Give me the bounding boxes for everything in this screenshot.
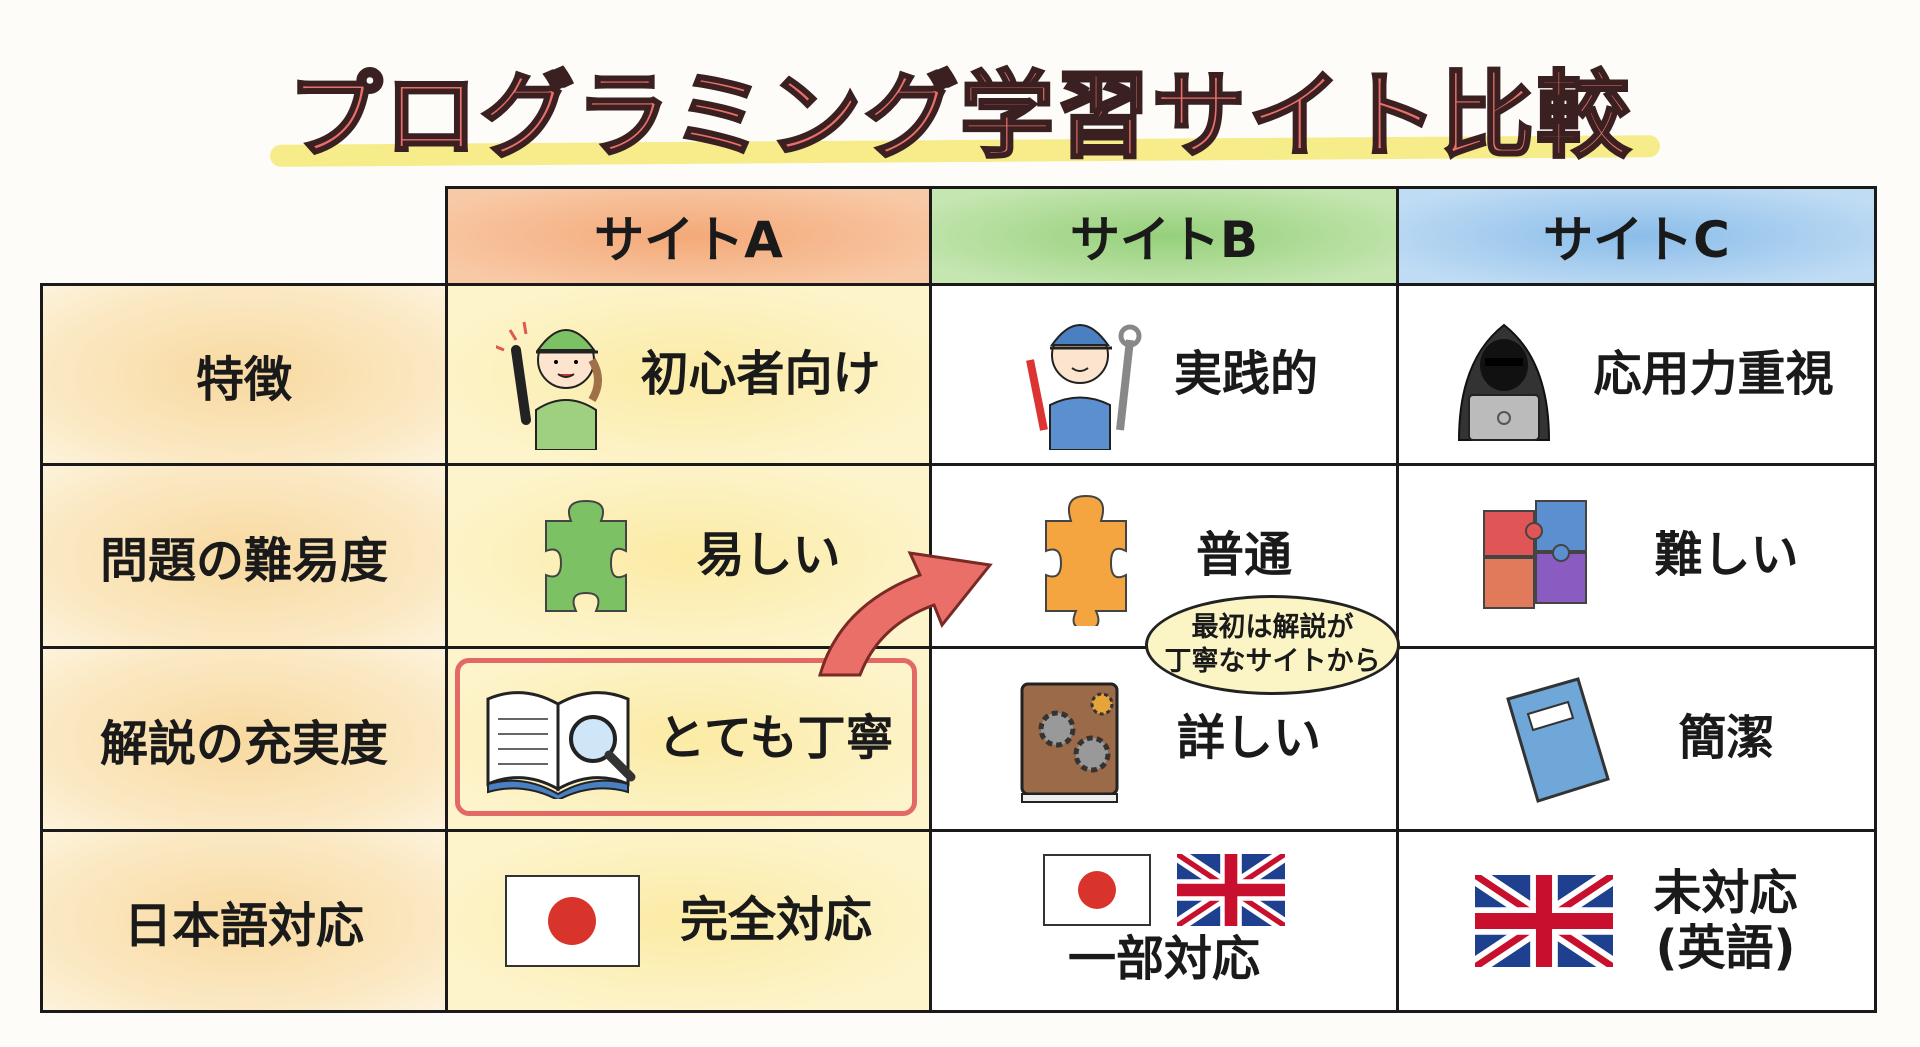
bubble-line2: 丁寧なサイトから xyxy=(1164,646,1381,677)
row-label-text: 日本語対応 xyxy=(123,898,364,954)
green-puzzle-icon xyxy=(545,499,628,612)
row-label-text: 解説の充実度 xyxy=(99,716,388,772)
open-book-magnifier-icon xyxy=(486,691,636,799)
speech-bubble: 最初は解説が丁寧なサイトから xyxy=(1145,595,1400,695)
cell-text: 難しい xyxy=(1654,527,1799,584)
cell-c-japanese: 未対応(英語) xyxy=(1396,829,1877,1013)
cell-text: 完全対応 xyxy=(679,892,872,949)
cell-text-line1: 未対応 xyxy=(1653,864,1798,921)
cell-b-explanation: 詳しい xyxy=(929,646,1399,832)
row-label-explanation: 解説の充実度 xyxy=(40,646,448,832)
cell-text-line2: (英語) xyxy=(1655,920,1796,976)
row-label-difficulty: 問題の難易度 xyxy=(40,463,448,649)
thin-notebook-icon xyxy=(1506,677,1611,803)
page-title: プログラミング学習サイト比較 xyxy=(286,61,1632,173)
cell-b-japanese: 一部対応 xyxy=(929,829,1399,1013)
cell-text: 未対応(英語) xyxy=(1653,864,1798,976)
cell-text: 実践的 xyxy=(1173,345,1318,402)
cell-text: 簡潔 xyxy=(1678,710,1775,767)
header-label: サイトC xyxy=(1543,211,1730,269)
cell-a-explanation: とても丁寧 xyxy=(445,646,932,832)
japan-flag-icon xyxy=(504,875,640,967)
japan-flag-icon xyxy=(1043,854,1151,927)
multi-puzzle-icon xyxy=(1483,500,1588,609)
curved-arrow-icon xyxy=(818,551,993,677)
cell-b-features: 実践的 xyxy=(929,283,1399,466)
uk-flag-icon xyxy=(1475,875,1614,967)
cell-text: 易しい xyxy=(696,527,841,584)
cell-c-explanation: 簡潔 xyxy=(1396,646,1877,832)
header-site-b: サイトB xyxy=(929,186,1399,283)
row-label-japanese: 日本語対応 xyxy=(40,829,448,1013)
bubble-line1: 最初は解説が xyxy=(1191,612,1354,644)
row-label-text: 問題の難易度 xyxy=(99,533,388,589)
gear-book-icon xyxy=(1020,682,1119,803)
cell-text: 応用力重視 xyxy=(1593,345,1834,402)
mechanic-tools-icon xyxy=(1026,323,1142,450)
flags-group xyxy=(1043,854,1285,927)
cell-text: 普通 xyxy=(1195,527,1292,584)
row-label-text: 特徴 xyxy=(195,351,292,408)
header-label: サイトB xyxy=(1069,211,1259,269)
cell-text: 詳しい xyxy=(1176,710,1321,767)
cell-a-japanese: 完全対応 xyxy=(445,829,932,1013)
cell-a-features: 初心者向け xyxy=(445,283,932,466)
cell-text: 初心者向け xyxy=(640,345,881,402)
header-label: サイトA xyxy=(594,211,783,269)
hacker-laptop-icon xyxy=(1458,323,1551,441)
orange-puzzle-icon xyxy=(1044,494,1127,626)
cell-c-features: 応用力重視 xyxy=(1396,283,1877,466)
cell-c-difficulty: 難しい xyxy=(1396,463,1877,649)
uk-flag-icon xyxy=(1177,854,1285,927)
header-site-a: サイトA xyxy=(445,186,932,283)
cell-text: 一部対応 xyxy=(1067,931,1260,988)
row-label-features: 特徴 xyxy=(40,283,448,466)
cell-text: とても丁寧 xyxy=(657,710,894,767)
header-site-c: サイトC xyxy=(1396,186,1877,283)
beginner-staff-icon xyxy=(496,321,603,450)
